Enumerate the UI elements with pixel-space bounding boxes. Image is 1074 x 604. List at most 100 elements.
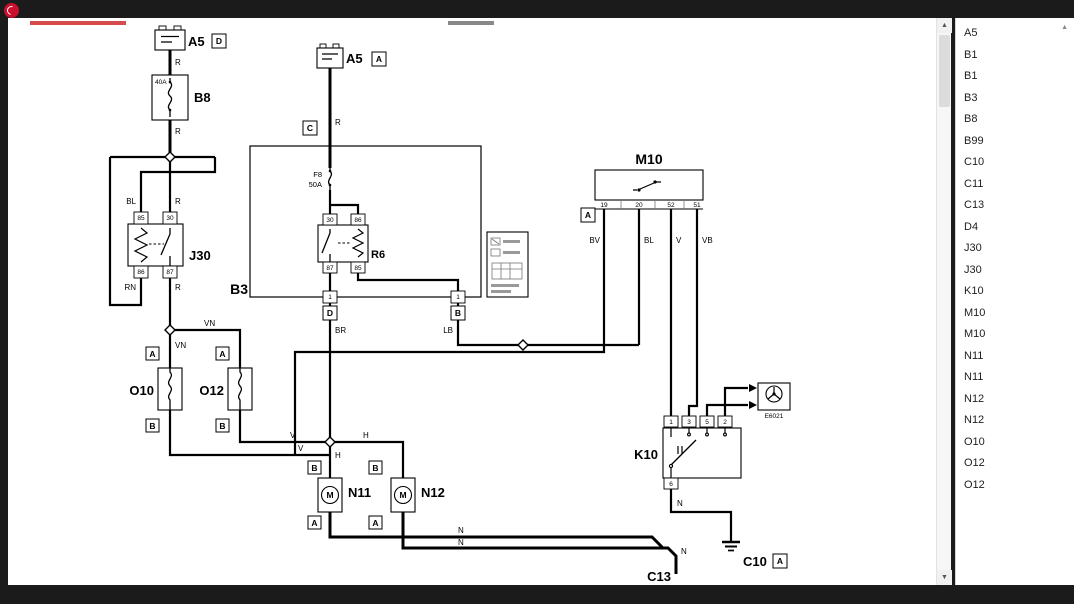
coil-symbol — [351, 228, 365, 258]
legend-text-bar — [491, 284, 519, 287]
component-n12-motor[interactable]: B M N12 A — [368, 460, 445, 530]
diagram-canvas[interactable]: B3 F8 50A 30 86 87 85 R — [8, 18, 936, 585]
wire-h-n12 — [330, 440, 405, 478]
switch-contact — [637, 188, 641, 192]
legend-mark — [491, 238, 500, 245]
component-list-item[interactable]: C11 — [964, 177, 984, 190]
n11-outline — [317, 477, 343, 513]
pin-87: 87 — [326, 265, 334, 272]
legend-text-bar — [503, 240, 520, 243]
component-list-item[interactable]: A5 — [964, 27, 978, 39]
connector-letter-box — [322, 305, 338, 321]
component-list-item[interactable]: N11 — [964, 371, 984, 383]
component-list-item[interactable]: B99 — [964, 134, 984, 147]
n12-label: N12 — [421, 485, 445, 500]
pin-5: 5 — [705, 419, 709, 426]
wire-bv — [293, 209, 606, 455]
component-list-item[interactable]: D4 — [964, 220, 979, 233]
wire-rn-loop — [108, 157, 143, 307]
switch-contact — [723, 432, 727, 437]
motor-circle — [320, 485, 340, 505]
j30-outline — [127, 223, 184, 267]
component-c10-ground[interactable]: C10 A — [722, 540, 788, 569]
wire-vn-o12 — [170, 328, 242, 368]
component-a5-battery-left[interactable]: A5 D — [154, 25, 227, 51]
component-list-item[interactable]: O12 — [964, 478, 985, 491]
fuse-rating: 50A — [309, 180, 322, 189]
component-k10-switch[interactable]: 1 3 5 2 6 K10 — [634, 415, 742, 490]
connector-letter: A — [376, 54, 382, 64]
pin-51: 51 — [693, 202, 701, 209]
component-a5-battery-mid[interactable]: A5 A — [316, 43, 387, 69]
component-list-item[interactable]: B8 — [964, 113, 978, 125]
pin-square — [162, 211, 178, 225]
connector-letter: A — [585, 210, 591, 220]
drawing-title-small — [448, 21, 494, 25]
component-list-item[interactable]: M10 — [964, 328, 986, 340]
component-e6021[interactable]: E6021 — [749, 382, 791, 420]
wire-label: BL — [644, 236, 654, 245]
a5-label: A5 — [346, 51, 363, 66]
panel-scroll-up-icon[interactable]: ▲ — [1061, 24, 1068, 31]
b3-connector-b: 1 B — [450, 290, 466, 321]
o12-label: O12 — [199, 383, 224, 398]
component-list-item[interactable]: O10 — [964, 435, 985, 448]
pin-square — [350, 261, 366, 274]
b3-connector-d: 1 D — [322, 290, 338, 321]
b3-outline — [249, 145, 482, 298]
wire-label: R — [175, 197, 181, 206]
m10-outline — [594, 169, 704, 201]
canvas-vertical-scrollbar[interactable]: ▲ ▼ — [936, 18, 952, 585]
component-list-item[interactable]: B3 — [964, 91, 978, 104]
wire-n-n12-c13 — [401, 512, 678, 574]
component-j30-relay[interactable]: 85 30 86 87 J30 — [127, 211, 211, 279]
scroll-up-button[interactable]: ▲ — [937, 18, 952, 33]
wire-label: RN — [124, 283, 136, 292]
component-m10-module[interactable]: M10 19 20 52 51 A — [580, 151, 704, 223]
component-list-item[interactable]: N12 — [964, 414, 985, 426]
c13-label: C13 — [647, 569, 671, 584]
connector-letter: D — [327, 308, 333, 318]
scroll-down-button[interactable]: ▼ — [937, 570, 952, 585]
component-list-item[interactable]: B1 — [964, 48, 978, 61]
component-list-item[interactable]: C13 — [964, 199, 985, 211]
pin-square — [699, 415, 715, 428]
switch-stubs — [670, 428, 726, 437]
scroll-thumb[interactable] — [939, 35, 950, 107]
wire-label: BV — [589, 236, 600, 245]
connector-letter-box — [145, 418, 160, 433]
component-list-item[interactable]: C10 — [964, 156, 985, 168]
wire-label: V — [676, 236, 682, 245]
component-n11-motor[interactable]: B M N11 A — [307, 460, 371, 530]
legend-text-bar — [503, 251, 520, 254]
component-o10-resistor[interactable]: A O10 B — [129, 346, 183, 433]
component-list-item[interactable]: M10 — [964, 306, 986, 319]
component-b8-fuse[interactable]: 40A B8 — [151, 74, 211, 121]
component-o12-resistor[interactable]: A O12 B — [199, 346, 253, 433]
fuse-symbol — [167, 78, 173, 117]
component-b3-fusebox[interactable]: B3 F8 50A — [230, 145, 482, 298]
component-r6-relay[interactable]: 30 86 87 85 R6 — [317, 213, 385, 274]
component-list-item[interactable]: K10 — [964, 285, 984, 297]
component-list-item[interactable]: B1 — [964, 70, 978, 82]
component-list-item[interactable]: J30 — [964, 242, 982, 254]
app-icon[interactable] — [4, 3, 19, 18]
arrow-connector — [749, 401, 757, 409]
wire-label: BL — [126, 197, 136, 206]
connector-letter-box — [307, 460, 322, 475]
component-list-item[interactable]: N12 — [964, 392, 985, 405]
wire-label: H — [363, 431, 369, 440]
connector-letter-box — [302, 120, 318, 136]
pin-square — [663, 477, 679, 490]
connector-letter-box — [772, 553, 788, 569]
switch-lever — [670, 439, 697, 466]
header-annotation-red — [30, 21, 126, 25]
component-list-item[interactable]: N11 — [964, 349, 984, 362]
pin-2: 2 — [723, 419, 727, 426]
component-list-item[interactable]: J30 — [964, 263, 982, 276]
connector-letter: A — [219, 349, 225, 359]
component-list-item[interactable]: O12 — [964, 457, 985, 469]
junction-diamond — [517, 339, 529, 351]
motor-letter: M — [399, 490, 406, 500]
battery-body — [316, 47, 344, 69]
